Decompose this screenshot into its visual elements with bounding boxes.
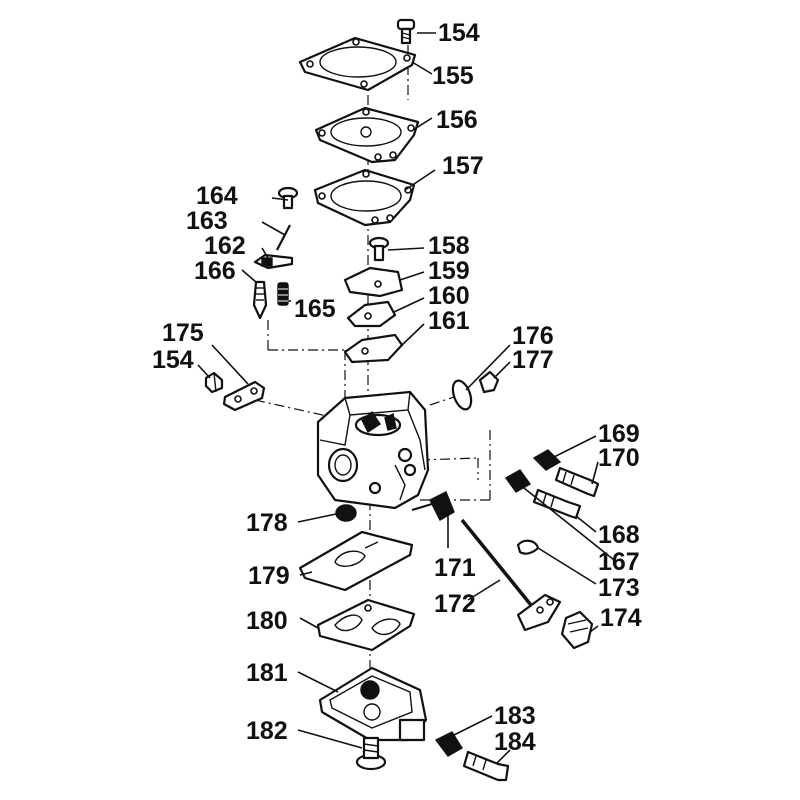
label-182: 182 [246, 717, 288, 745]
label-160: 160 [428, 282, 470, 310]
part-174-cap [560, 610, 594, 650]
label-163: 163 [186, 207, 228, 235]
part-160-plate [346, 300, 397, 328]
label-167: 167 [598, 548, 640, 576]
carburetor-body [316, 390, 430, 510]
label-159: 159 [428, 257, 470, 285]
part-156-diaphragm [314, 106, 420, 164]
part-158-screw [368, 236, 390, 262]
label-184: 184 [494, 728, 536, 756]
part-176-washer [451, 379, 473, 411]
label-164: 164 [196, 182, 238, 210]
label-174: 174 [600, 604, 642, 632]
part-180-plate [316, 598, 416, 652]
label-155: 155 [432, 62, 474, 90]
part-labels: 154 155 156 157 164 163 162 166 165 158 … [152, 19, 642, 756]
part-170-screw [554, 466, 600, 498]
label-156: 156 [436, 106, 478, 134]
part-184-screw [462, 750, 510, 782]
part-168-screw [532, 488, 582, 520]
label-169: 169 [598, 420, 640, 448]
label-170: 170 [598, 444, 640, 472]
part-157-gasket [313, 168, 416, 227]
leader-lines [197, 32, 615, 765]
part-173-clip [516, 539, 540, 555]
label-176: 176 [512, 322, 554, 350]
part-155-gasket [298, 36, 417, 92]
part-169-spring [532, 449, 562, 471]
label-158: 158 [428, 232, 470, 260]
label-173: 173 [598, 574, 640, 602]
part-161-plate [343, 333, 404, 364]
part-177-plug [478, 370, 500, 394]
label-177: 177 [512, 346, 554, 374]
label-162: 162 [204, 232, 246, 260]
part-167-spring [504, 469, 532, 493]
part-162-lever [253, 253, 294, 270]
part-178-filter [335, 504, 357, 522]
part-166-needle-valve [252, 280, 268, 320]
part-175-bracket [222, 380, 266, 412]
part-159-plate [343, 266, 404, 298]
part-154-top-screw [396, 18, 416, 45]
label-175: 175 [162, 319, 204, 347]
part-183-spring [434, 731, 463, 757]
part-172-throttle-shaft [460, 518, 562, 632]
label-171: 171 [434, 554, 476, 582]
label-166: 166 [194, 257, 236, 285]
label-183: 183 [494, 702, 536, 730]
label-180: 180 [246, 607, 288, 635]
part-164-screw [277, 186, 299, 210]
label-168: 168 [598, 521, 640, 549]
label-172: 172 [434, 590, 476, 618]
part-182-screw [355, 736, 387, 771]
label-154-top: 154 [438, 19, 480, 47]
label-178: 178 [246, 509, 288, 537]
part-165-spring [277, 282, 289, 306]
part-181-pump-cover [318, 666, 428, 742]
label-154-side: 154 [152, 346, 194, 374]
label-165: 165 [294, 295, 336, 323]
part-154-side-screw [204, 371, 224, 394]
label-157: 157 [442, 152, 484, 180]
label-161: 161 [428, 307, 470, 335]
part-179-gasket [298, 530, 414, 592]
label-179: 179 [248, 562, 290, 590]
label-181: 181 [246, 659, 288, 687]
part-163-pin [276, 224, 291, 251]
